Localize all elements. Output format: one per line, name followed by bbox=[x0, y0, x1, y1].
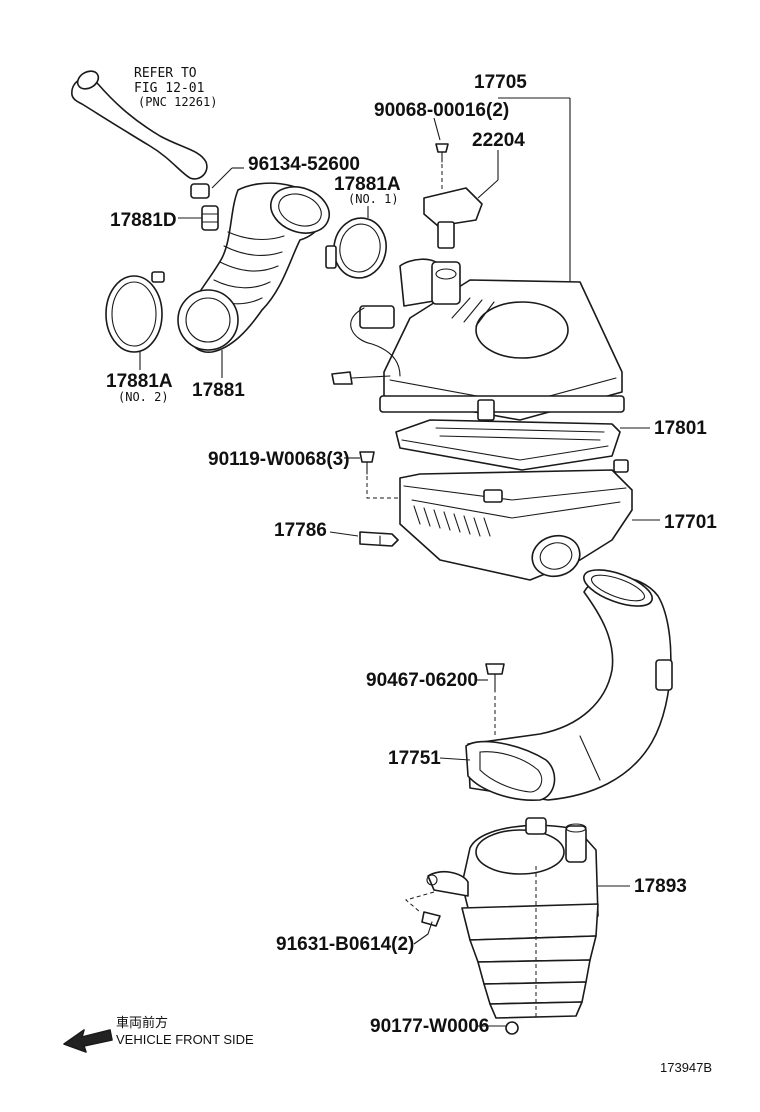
hose-clip-96134[interactable] bbox=[190, 167, 244, 199]
label-17786: 17786 bbox=[274, 520, 327, 541]
bolt-91631[interactable] bbox=[413, 911, 441, 945]
svg-text:REFER TO: REFER TO bbox=[134, 66, 197, 81]
label-22204: 22204 bbox=[472, 130, 525, 151]
grommet-17786[interactable] bbox=[329, 531, 399, 547]
screw-90467[interactable] bbox=[476, 663, 505, 736]
label-90467: 90467-06200 bbox=[366, 670, 478, 691]
clip-90177[interactable] bbox=[478, 1021, 519, 1035]
label-17881A-no2-sub: (NO. 2) bbox=[118, 390, 169, 404]
svg-text:(PNC 12261): (PNC 12261) bbox=[138, 95, 217, 109]
label-17881A-no1-sub: (NO. 1) bbox=[348, 192, 399, 206]
label-17881A-no2: 17881A bbox=[106, 371, 173, 392]
air-cleaner-case-17701[interactable] bbox=[399, 459, 660, 582]
label-17751: 17751 bbox=[388, 748, 441, 769]
svg-text:FIG 12-01: FIG 12-01 bbox=[134, 81, 204, 96]
label-90177: 90177-W0006 bbox=[370, 1016, 489, 1037]
label-17893: 17893 bbox=[634, 876, 687, 897]
label-17881A-no1: 17881A bbox=[334, 174, 401, 195]
breather-hose[interactable] bbox=[71, 68, 208, 180]
clamp-17881A-no1[interactable] bbox=[325, 206, 391, 282]
refer-note: REFER TO FIG 12-01 (PNC 12261) bbox=[134, 66, 217, 109]
resonator-17893[interactable] bbox=[404, 817, 630, 1019]
screw-90068[interactable] bbox=[433, 117, 449, 190]
label-90119: 90119-W0068(3) bbox=[208, 449, 350, 470]
vehicle-front-arrow-icon bbox=[63, 1029, 113, 1053]
clamp-17881A-no2[interactable] bbox=[105, 271, 165, 370]
intake-duct-17751[interactable] bbox=[439, 563, 673, 801]
leader-17705 bbox=[498, 97, 571, 306]
bolt-90119[interactable] bbox=[344, 451, 400, 499]
diagram-id: 173947B bbox=[660, 1060, 712, 1075]
label-17705: 17705 bbox=[474, 72, 527, 93]
label-17881D: 17881D bbox=[110, 210, 177, 231]
label-17801: 17801 bbox=[654, 418, 707, 439]
air-flow-meter-22204[interactable] bbox=[423, 150, 499, 249]
vehicle-front-label-jp: 車両前方 bbox=[116, 1015, 168, 1030]
union-17881D[interactable] bbox=[178, 205, 219, 231]
air-cleaner-cap-17705[interactable] bbox=[331, 258, 625, 421]
vehicle-front-label-en: VEHICLE FRONT SIDE bbox=[116, 1032, 254, 1047]
label-17701: 17701 bbox=[664, 512, 717, 533]
label-17881: 17881 bbox=[192, 380, 245, 401]
label-91631: 91631-B0614(2) bbox=[276, 934, 414, 955]
label-90068: 90068-00016(2) bbox=[374, 100, 509, 121]
label-96134: 96134-52600 bbox=[248, 154, 360, 175]
air-hose-17881[interactable] bbox=[177, 179, 336, 378]
filter-element-17801[interactable] bbox=[395, 419, 650, 471]
